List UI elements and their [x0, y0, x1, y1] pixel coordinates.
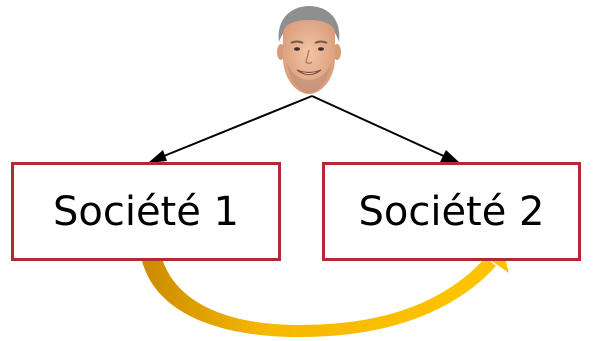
hair-shape: [278, 6, 340, 42]
smile: [296, 69, 322, 76]
ownership-arrow-left: [158, 95, 313, 159]
person-head-icon: [277, 6, 341, 94]
left-eyebrow: [290, 40, 304, 44]
company-box-2: Société 2: [322, 162, 581, 261]
left-eye: [294, 47, 300, 51]
ownership-arrow-right: [311, 95, 449, 159]
transfer-arrow-arc: [140, 250, 496, 337]
company-label-1: Société 1: [52, 188, 240, 235]
ownership-arrowhead-left: [148, 150, 167, 163]
company-label-2: Société 2: [358, 188, 545, 235]
right-eyebrow: [314, 40, 328, 44]
ownership-arrowhead-right: [440, 150, 460, 163]
right-eye: [318, 47, 324, 51]
beard-shadow: [287, 64, 331, 93]
nose: [305, 49, 313, 65]
company-box-1: Société 1: [11, 162, 281, 261]
